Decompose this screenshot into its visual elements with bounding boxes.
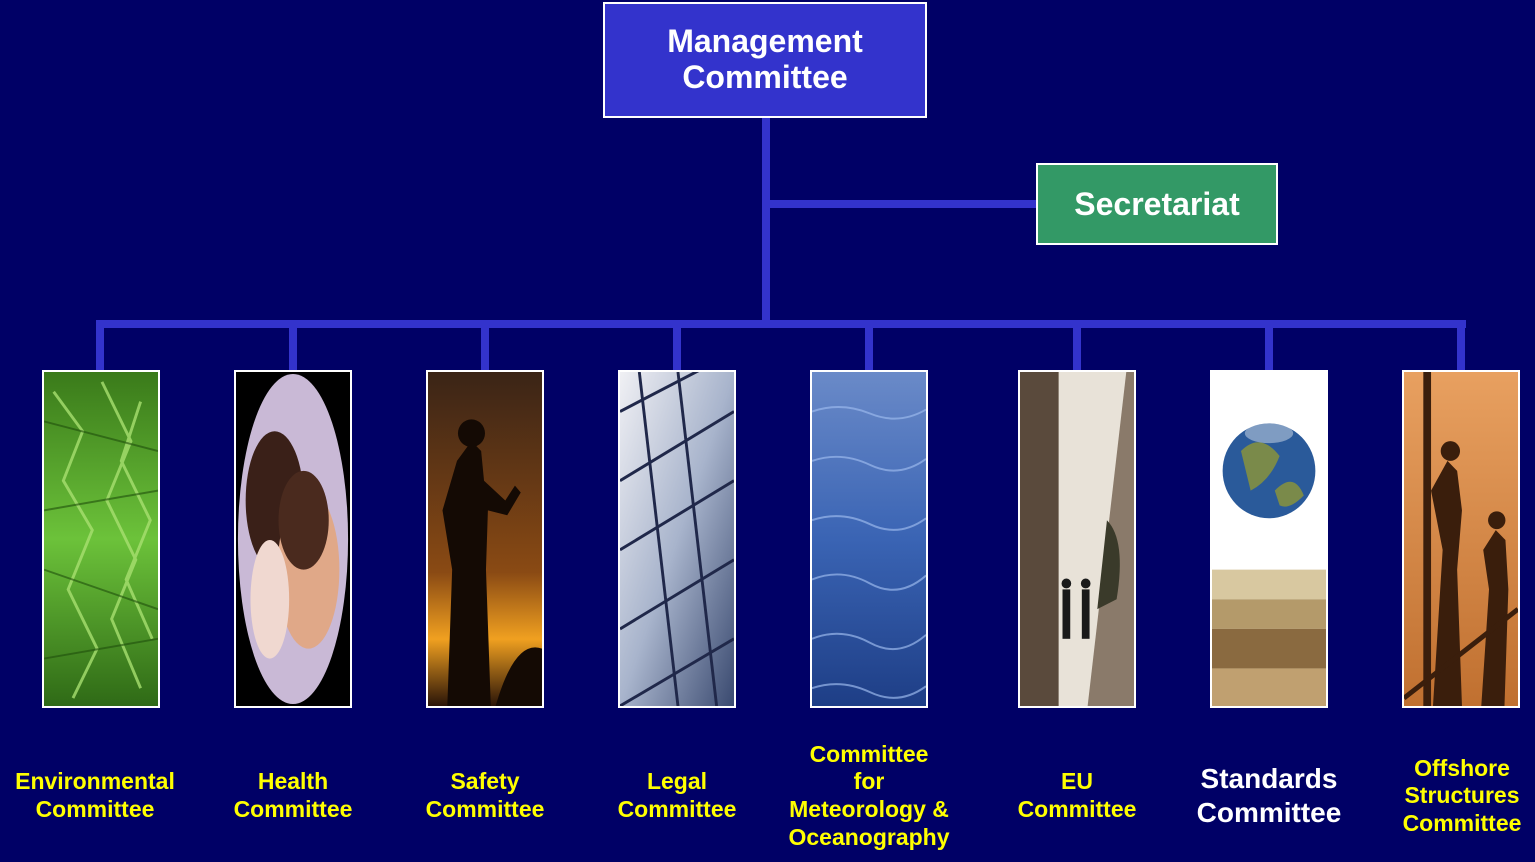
drop-line [96,320,104,370]
worker-silhouette-sunset-image [426,370,544,708]
fern-leaves-image [42,370,160,708]
offshore-structures-committee-label: Offshore Structures Committee [1402,754,1522,836]
drop-line [1457,320,1465,370]
health-committee-label: Health Committee [233,768,353,822]
ocean-waves-image [810,370,928,708]
legal-committee-label: Legal Committee [617,768,737,822]
secretariat-branch-line [766,200,1038,208]
management-committee-label: Management Committee [667,23,863,95]
drop-line [673,320,681,370]
secretariat-box: Secretariat [1036,163,1278,245]
people-walking-corridor-image [1018,370,1136,708]
standards-committee-label: Standards Committee [1196,763,1342,828]
environmental-committee-label: Environmental Committee [15,768,175,822]
meteorology-oceanography-committee-label: Committee for Meteorology & Oceanography [788,740,950,850]
drop-line [1073,320,1081,370]
eu-committee-label: EU Committee [1017,768,1137,822]
secretariat-label: Secretariat [1074,185,1240,222]
safety-committee-label: Safety Committee [425,768,545,822]
eye-examination-image [234,370,352,708]
glass-building-image [618,370,736,708]
drop-line [1265,320,1273,370]
horizontal-bus-line [96,320,1466,328]
globe-on-papers-image [1210,370,1328,708]
management-committee-box: Management Committee [603,2,927,118]
trunk-line [762,118,770,324]
drop-line [481,320,489,370]
drop-line [865,320,873,370]
drop-line [289,320,297,370]
workers-silhouette-structure-image [1402,370,1520,708]
